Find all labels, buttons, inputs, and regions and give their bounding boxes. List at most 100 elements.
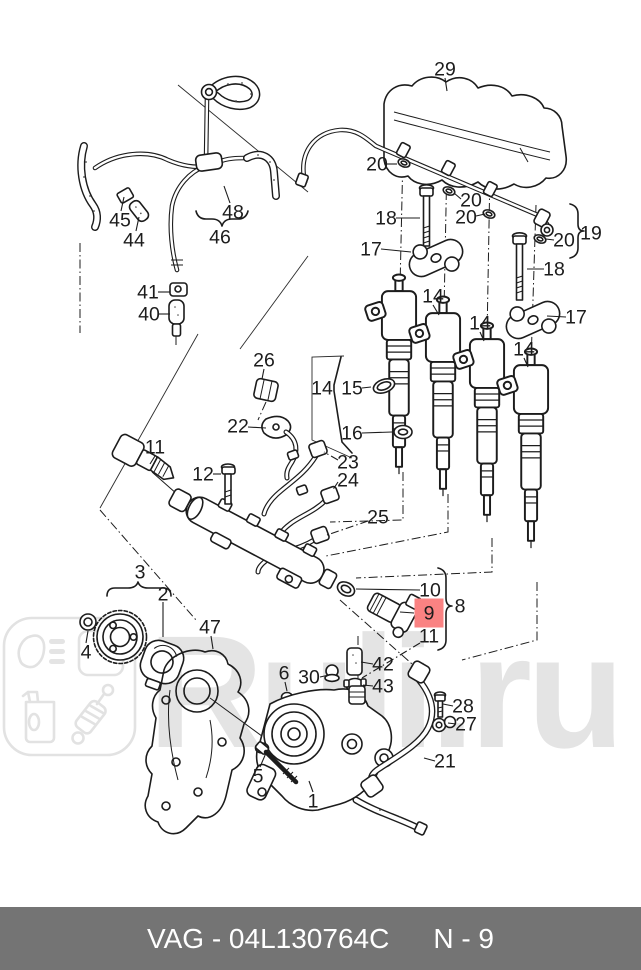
- part-label-14[interactable]: 14: [311, 378, 333, 400]
- part-label-25[interactable]: 25: [367, 507, 389, 529]
- leader-line-16: [361, 431, 393, 434]
- part-label-23[interactable]: 23: [337, 452, 359, 474]
- part-label-30[interactable]: 30: [298, 667, 320, 689]
- leader-line-14: [479, 331, 485, 342]
- fuel-rail: [111, 203, 585, 651]
- part-label-42[interactable]: 42: [372, 654, 394, 676]
- part-label-18[interactable]: 18: [543, 259, 565, 281]
- leader-line-22: [247, 426, 267, 429]
- part-label-44[interactable]: 44: [123, 230, 145, 252]
- part-label-28[interactable]: 28: [452, 696, 474, 718]
- leader-line-23: [323, 451, 339, 461]
- svg-text:14: 14: [469, 313, 491, 335]
- svg-text:43: 43: [372, 676, 394, 698]
- svg-text:11: 11: [419, 626, 439, 648]
- leader-line-10: [355, 588, 421, 591]
- part-label-22[interactable]: 22: [227, 416, 249, 438]
- leader-line-11: [149, 455, 156, 465]
- washer-4: [79, 613, 97, 631]
- part-label-48[interactable]: 48: [222, 202, 244, 224]
- leader-line-21: [423, 757, 436, 762]
- part-label-26[interactable]: 26: [253, 350, 275, 372]
- part-label-24[interactable]: 24: [337, 470, 359, 492]
- part-label-41[interactable]: 41: [137, 282, 159, 304]
- svg-text:20: 20: [460, 190, 482, 212]
- leader-line-45: [120, 196, 125, 212]
- y-connector: [194, 152, 224, 172]
- part-label-11[interactable]: 11: [419, 626, 439, 648]
- part-label-11[interactable]: 11: [145, 437, 165, 459]
- part-label-10[interactable]: 10: [419, 580, 441, 602]
- leader-line-14: [523, 357, 529, 368]
- leader-line-26: [261, 368, 265, 380]
- svg-text:18: 18: [375, 208, 397, 230]
- part-label-4[interactable]: 4: [81, 642, 92, 664]
- leader-line-30: [319, 674, 330, 678]
- part-label-20[interactable]: 20: [366, 154, 388, 176]
- part-label-12[interactable]: 12: [192, 464, 214, 486]
- bolt-18: [511, 232, 528, 301]
- part-label-9-highlighted[interactable]: 9: [414, 598, 444, 628]
- part-label-20[interactable]: 20: [460, 190, 482, 212]
- part-label-16[interactable]: 16: [341, 423, 363, 445]
- svg-text:17: 17: [565, 307, 587, 329]
- part-label-5[interactable]: 5: [253, 766, 264, 788]
- part-label-8[interactable]: 8: [455, 596, 466, 618]
- highlight-box: [414, 598, 444, 628]
- part-label-21[interactable]: 21: [434, 751, 456, 773]
- svg-text:44: 44: [123, 230, 145, 252]
- part-label-46[interactable]: 46: [209, 227, 231, 249]
- leader-line-5: [259, 752, 267, 768]
- svg-text:3: 3: [135, 562, 146, 584]
- clamp-41: [169, 282, 188, 297]
- part-label-45[interactable]: 45: [109, 210, 131, 232]
- part-label-19[interactable]: 19: [580, 223, 602, 245]
- part-label-1[interactable]: 1: [308, 791, 319, 813]
- part-label-27[interactable]: 27: [455, 714, 477, 736]
- part-label-14[interactable]: 14: [422, 286, 444, 308]
- nut-26: [253, 377, 279, 403]
- part-label-15[interactable]: 15: [341, 378, 363, 400]
- bolt-28: [433, 691, 447, 718]
- svg-text:20: 20: [455, 207, 477, 229]
- svg-text:22: 22: [227, 416, 249, 438]
- part-label-14[interactable]: 14: [469, 313, 491, 335]
- svg-text:14: 14: [422, 286, 444, 308]
- leader-line-14: [432, 304, 440, 316]
- pipe-nut: [360, 774, 384, 798]
- part-label-17[interactable]: 17: [565, 307, 587, 329]
- part-label-14[interactable]: 14: [513, 339, 535, 361]
- leader-line-17: [546, 315, 567, 318]
- part-label-2[interactable]: 2: [158, 584, 169, 606]
- valve-42: [346, 647, 363, 676]
- part-label-40[interactable]: 40: [138, 304, 160, 326]
- part-label-17[interactable]: 17: [360, 239, 382, 261]
- leader-line-25: [326, 520, 369, 536]
- svg-text:18: 18: [543, 259, 565, 281]
- part-label-43[interactable]: 43: [372, 676, 394, 698]
- part-label-47[interactable]: 47: [199, 617, 221, 639]
- timing-cover-47: [144, 649, 250, 835]
- svg-text:5: 5: [253, 766, 264, 788]
- pipe-nut-25: [310, 525, 330, 545]
- injector-14: [407, 295, 462, 498]
- svg-text:12: 12: [192, 464, 214, 486]
- pump-drive-gear-group: [79, 609, 185, 691]
- fuel-return-hose-assembly: [77, 75, 280, 345]
- part-label-20[interactable]: 20: [455, 207, 477, 229]
- pipe-nut-24: [320, 485, 340, 505]
- svg-text:45: 45: [109, 210, 131, 232]
- leader-lines: [85, 77, 567, 793]
- part-label-29[interactable]: 29: [434, 59, 456, 81]
- leader-line-28: [442, 703, 454, 707]
- part-label-6[interactable]: 6: [279, 663, 290, 685]
- pipe-nut-23: [308, 439, 328, 459]
- leader-line-29: [444, 77, 448, 92]
- part-label-18[interactable]: 18: [375, 208, 397, 230]
- leader-line-20: [453, 192, 462, 200]
- part-label-20[interactable]: 20: [553, 230, 575, 252]
- part-label-3[interactable]: 3: [135, 562, 146, 584]
- svg-text:14: 14: [311, 378, 333, 400]
